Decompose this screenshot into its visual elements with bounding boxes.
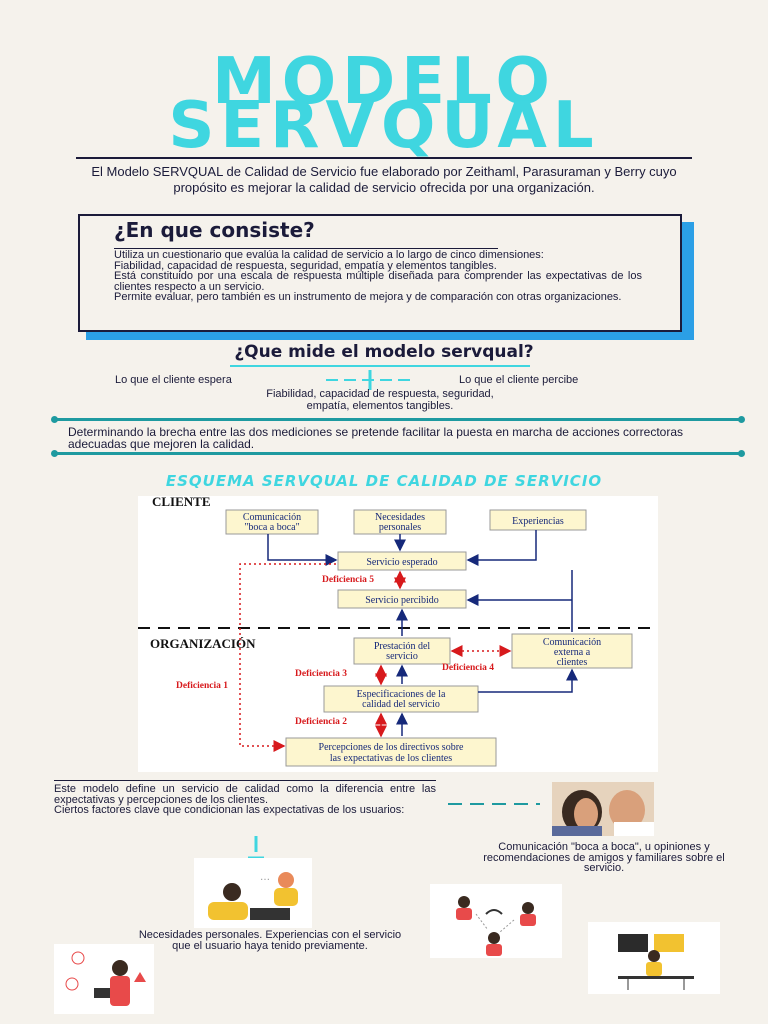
brecha-top-line bbox=[54, 418, 742, 421]
externa-line2: externa a bbox=[554, 647, 591, 658]
intro-divider bbox=[76, 157, 692, 159]
consiste-line: Permite evaluar, pero también es un inst… bbox=[114, 291, 622, 303]
consiste-box: ¿En que consiste? Utiliza un cuestionari… bbox=[78, 214, 682, 332]
experiencias-text: Experiencias bbox=[512, 516, 564, 527]
brecha-dot bbox=[51, 416, 58, 423]
footer-left-text: Este modelo define un servicio de calida… bbox=[54, 784, 436, 816]
necesidades-line2: personales bbox=[379, 522, 421, 533]
percepciones-line2: las expectativas de los clientes bbox=[330, 753, 452, 764]
footer-bottom-text: Necesidades personales. Experiencias con… bbox=[138, 929, 402, 952]
consiste-text: Utiliza un cuestionario que evalúa la ca… bbox=[114, 250, 642, 303]
box-boca-a-boca bbox=[225, 509, 319, 535]
footer-left-line: Este modelo define un servicio de calida… bbox=[54, 783, 436, 806]
svg-text:…: … bbox=[260, 872, 270, 883]
deficiencia-1-label: Deficiencia 1 bbox=[176, 681, 228, 691]
arrow-boca-esperado bbox=[267, 534, 338, 566]
mide-right: Lo que el cliente percibe bbox=[459, 374, 579, 386]
arrow-especificaciones-externa bbox=[478, 668, 578, 693]
cross-connector-icon bbox=[326, 370, 414, 390]
network-people-illustration bbox=[430, 884, 562, 958]
brecha-box: Determinando la brecha entre las dos med… bbox=[51, 416, 745, 457]
mide-center: Fiabilidad, capacidad de respuesta, segu… bbox=[266, 388, 494, 412]
deficiencia-5-label: Deficiencia 5 bbox=[322, 575, 374, 585]
footer-divider bbox=[54, 780, 436, 781]
arrow-externa-percibido bbox=[466, 570, 573, 632]
arrow-experiencias-esperado bbox=[466, 530, 537, 566]
woman-tablet-illustration bbox=[54, 944, 154, 1014]
necesidades-line1: Necesidades bbox=[375, 512, 425, 523]
deficiencia-2-label: Deficiencia 2 bbox=[295, 717, 347, 727]
deficiencia-4-label: Deficiencia 4 bbox=[442, 663, 494, 673]
title-line-2: SERVQUAL bbox=[168, 89, 600, 163]
brecha-dot bbox=[738, 450, 745, 457]
box-comunicacion-externa bbox=[511, 633, 633, 669]
especificaciones-line2: calidad del servicio bbox=[362, 699, 440, 710]
externa-line3: clientes bbox=[557, 657, 588, 668]
intro-text: El Modelo SERVQUAL de Calidad de Servici… bbox=[91, 164, 677, 195]
dashed-connector bbox=[448, 803, 540, 805]
prestacion-line2: servicio bbox=[386, 651, 418, 662]
servqual-diagram: CLIENTE ORGANIZACIÓN Comunicación "boca … bbox=[138, 496, 658, 772]
boca-line2: "boca a boca" bbox=[244, 522, 299, 533]
boca-line1: Comunicación bbox=[243, 512, 301, 523]
people-laptop-illustration: … bbox=[194, 858, 312, 928]
title-line-1: MODELO bbox=[212, 45, 556, 119]
brecha-dot bbox=[51, 450, 58, 457]
box-servicio-esperado bbox=[337, 551, 467, 571]
esperado-text: Servicio esperado bbox=[366, 557, 437, 568]
brecha-dot bbox=[738, 416, 745, 423]
percepciones-line1: Percepciones de los directivos sobre bbox=[319, 742, 465, 753]
box-servicio-percibido bbox=[337, 589, 467, 609]
box-experiencias bbox=[489, 509, 587, 531]
consiste-line: Utiliza un cuestionario que evalúa la ca… bbox=[114, 249, 544, 261]
desk-illustration bbox=[588, 922, 720, 994]
deficiencia-1-gap bbox=[239, 563, 336, 752]
box-necesidades bbox=[353, 509, 447, 535]
box-prestacion bbox=[353, 637, 451, 665]
box-percepciones bbox=[285, 737, 497, 767]
consiste-underline bbox=[114, 248, 498, 249]
footer-right-text: Comunicación "boca a boca", u opiniones … bbox=[483, 841, 725, 874]
consiste-line: Fiabilidad, capacidad de respuesta, segu… bbox=[114, 259, 497, 272]
cliente-label: CLIENTE bbox=[152, 496, 211, 509]
prestacion-line1: Prestación del bbox=[374, 641, 431, 652]
especificaciones-line1: Especificaciones de la bbox=[357, 689, 446, 700]
footer-left-line2: Ciertos factores clave que condicionan l… bbox=[54, 804, 405, 816]
externa-line1: Comunicación bbox=[543, 637, 601, 648]
mide-left: Lo que el cliente espera bbox=[115, 374, 232, 386]
box-especificaciones bbox=[323, 685, 479, 713]
organizacion-label: ORGANIZACIÓN bbox=[150, 636, 256, 651]
mide-underline bbox=[230, 365, 530, 367]
whisper-illustration bbox=[552, 782, 654, 836]
esquema-title: ESQUEMA SERVQUAL DE CALIDAD DE SERVICIO bbox=[165, 472, 603, 490]
percibido-text: Servicio percibido bbox=[365, 595, 439, 606]
consiste-line: Está constituido por una escala de respu… bbox=[114, 270, 642, 293]
brecha-text: Determinando la brecha entre las dos med… bbox=[68, 425, 683, 451]
consiste-heading: ¿En que consiste? bbox=[114, 218, 315, 242]
brecha-bottom-line bbox=[54, 452, 742, 455]
mide-heading: ¿Que mide el modelo servqual? bbox=[234, 342, 534, 362]
deficiencia-3-label: Deficiencia 3 bbox=[295, 669, 347, 679]
